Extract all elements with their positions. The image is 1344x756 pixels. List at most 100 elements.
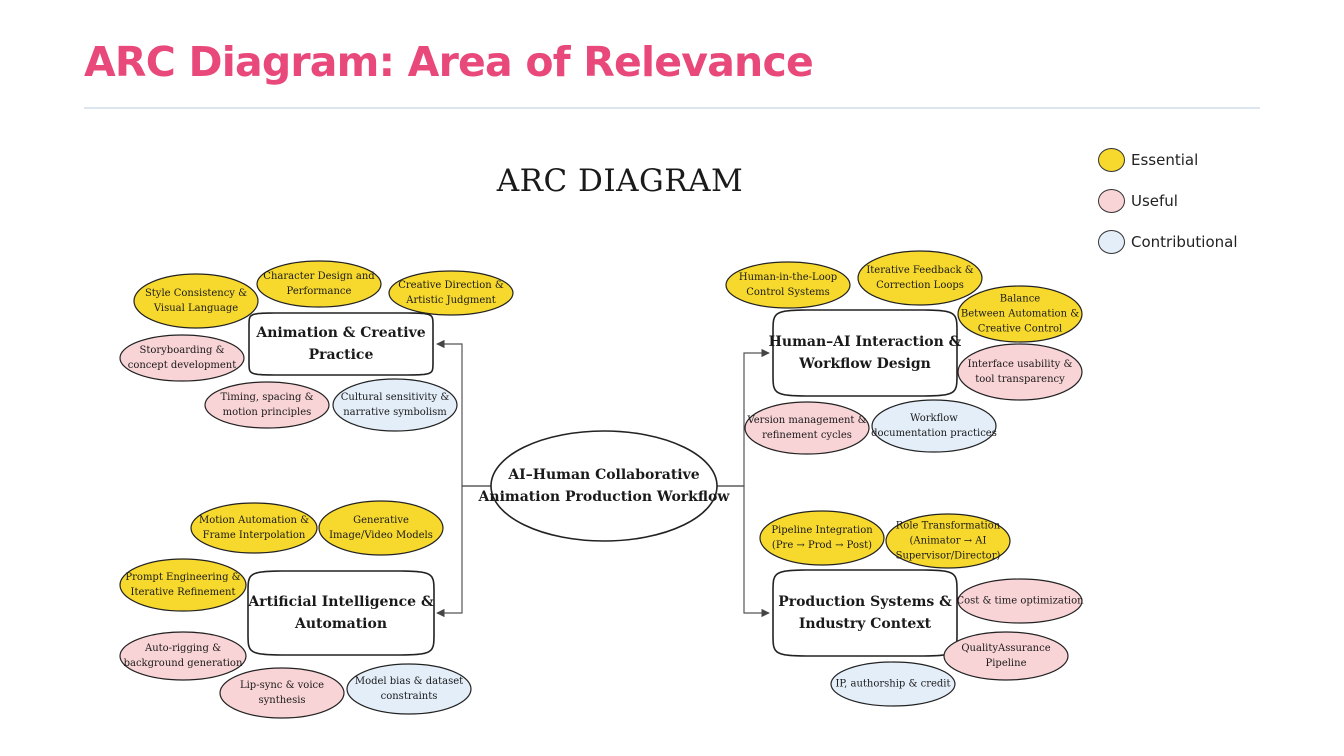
legend-swatch-contributional (1098, 230, 1125, 254)
leaf-node-creative-direction-artistic-judgment: Creative Direction & Artistic Judgment (388, 270, 514, 316)
leaf-node-storyboarding-concept-development: Storyboarding &concept development (119, 334, 245, 382)
leaf-node-label: Iterative Refinement (131, 587, 236, 598)
leaf-node-label: Interface usability & (968, 359, 1073, 370)
leaf-node-label: Image/Video Models (329, 530, 433, 541)
leaf-node-label: synthesis (258, 695, 305, 706)
leaf-node-role-transformation-animator-ai-supervisor-director: Role Transformation(Animator → AISupervi… (885, 513, 1011, 569)
leaf-node-shape-essential (885, 513, 1011, 569)
leaf-node-label: Timing, spacing & (221, 392, 314, 403)
leaf-node-shape-contributional (871, 399, 997, 453)
legend: Essential Useful Contributional (1098, 146, 1238, 269)
leaf-node-label: Balance (1000, 294, 1041, 305)
leaf-node-auto-rigging-background-generation: Auto-rigging & background generation (119, 631, 247, 681)
leaf-node-label: (Pre → Prod → Post) (772, 540, 872, 551)
leaf-node-shape-essential (190, 502, 318, 554)
legend-label: Contributional (1131, 233, 1238, 251)
leaf-node-shape-useful (219, 667, 345, 719)
legend-label: Essential (1131, 151, 1199, 169)
leaf-node-shape-useful (957, 578, 1083, 624)
leaf-node-label: Human-in-the-Loop (739, 272, 837, 283)
leaf-node-label: QualityAssurance (961, 643, 1050, 654)
category-node-production: Production Systems &Industry Context (772, 569, 958, 657)
leaf-node-label: Prompt Engineering & (125, 572, 240, 583)
leaf-node-shape-essential (759, 510, 885, 566)
leaf-node-label: refinement cycles (762, 430, 852, 441)
leaf-node-shape-essential (857, 250, 983, 306)
leaf-node-ip-authorship-credit: IP, authorship & credit (830, 661, 956, 707)
leaf-node-label: Visual Language (153, 303, 238, 314)
leaf-node-pipeline-integration-pre-prod-post: Pipeline Integration (Pre → Prod → Post) (759, 510, 885, 566)
category-node-label: Human–AI Interaction & (769, 334, 962, 350)
leaf-node-shape-useful (943, 631, 1069, 681)
category-node-label: Practice (309, 347, 374, 363)
legend-item-essential: Essential (1098, 146, 1238, 174)
category-node-label: Workflow Design (798, 356, 931, 372)
leaf-node-label: Cost & time optimization (956, 596, 1084, 607)
category-node-shape (248, 312, 434, 376)
category-node-label: Automation (294, 616, 387, 632)
leaf-node-label: Creative Control (978, 324, 1062, 335)
leaf-node-version-management-refinement-cycles: Version management & refinement cycles (744, 401, 870, 455)
category-node-ai: Artificial Intelligence & Automation (247, 570, 435, 656)
legend-label: Useful (1131, 192, 1178, 210)
leaf-node-interface-usability-tool-transparency: Interface usability & tool transparency (957, 343, 1083, 401)
leaf-node-shape-useful (957, 343, 1083, 401)
title-divider (84, 107, 1260, 109)
leaf-node-label: Motion Automation & (199, 515, 309, 526)
leaf-node-iterative-feedback-correction-loops: Iterative Feedback & Correction Loops (857, 250, 983, 306)
leaf-node-shape-useful (204, 381, 330, 429)
leaf-node-prompt-engineering-iterative-refinement: Prompt Engineering & Iterative Refinement (119, 558, 247, 612)
category-node-label: Artificial Intelligence & (247, 594, 434, 610)
center-node-label: AI–Human Collaborative (507, 467, 699, 483)
leaf-node-label: Artistic Judgment (405, 295, 495, 306)
leaf-node-label: Role Transformation (896, 521, 1001, 532)
leaf-node-label: Control Systems (746, 287, 830, 298)
leaf-node-shape-contributional (332, 378, 458, 432)
legend-item-useful: Useful (1098, 187, 1238, 215)
leaf-node-label: Version management & (746, 415, 866, 426)
connectors (436, 339, 770, 618)
leaf-node-label: tool transparency (975, 374, 1065, 385)
leaf-node-label: Correction Loops (876, 280, 964, 291)
leaf-node-label: Frame Interpolation (203, 530, 306, 541)
leaf-node-label: Iterative Feedback & (866, 265, 973, 276)
leaf-node-label: Pipeline Integration (771, 525, 873, 536)
leaf-node-label: motion principles (223, 407, 312, 418)
category-node-label: Animation & Creative (255, 325, 425, 341)
connector-to-ai (436, 485, 491, 618)
center-node-label: Animation Production Workflow (478, 489, 731, 505)
leaf-node-label: Pipeline (985, 658, 1026, 669)
leaf-node-shape-essential (133, 273, 259, 329)
legend-swatch-useful (1098, 189, 1125, 213)
leaf-node-label: constraints (381, 691, 438, 702)
leaf-node-label: Supervisor/Director) (896, 551, 1001, 562)
leaf-node-label: Performance (287, 286, 352, 297)
leaf-node-label: Between Automation & (961, 309, 1079, 320)
leaf-node-label: Creative Direction & (398, 280, 504, 291)
leaf-node-shape-contributional (346, 663, 472, 715)
leaf-node-label: documentation practices (871, 428, 997, 439)
center-node-shape (490, 430, 718, 542)
leaf-node-shape-essential (957, 285, 1083, 343)
category-node-shape (772, 309, 958, 397)
leaf-node-label: Auto-rigging & (144, 643, 221, 654)
category-node-shape (772, 569, 958, 657)
leaf-node-motion-automation-frame-interpolation: Motion Automation & Frame Interpolation (190, 502, 318, 554)
leaf-node-label: Character Design and (263, 271, 375, 282)
leaf-node-label: Style Consistency & (145, 288, 247, 299)
leaf-node-shape-useful (119, 631, 247, 681)
leaf-node-label: Generative (353, 515, 409, 526)
leaf-node-shape-useful (119, 334, 245, 382)
leaf-node-label: background generation (124, 658, 243, 669)
leaf-node-shape-contributional (830, 661, 956, 707)
leaf-node-style-consistency-visual-language: Style Consistency & Visual Language (133, 273, 259, 329)
